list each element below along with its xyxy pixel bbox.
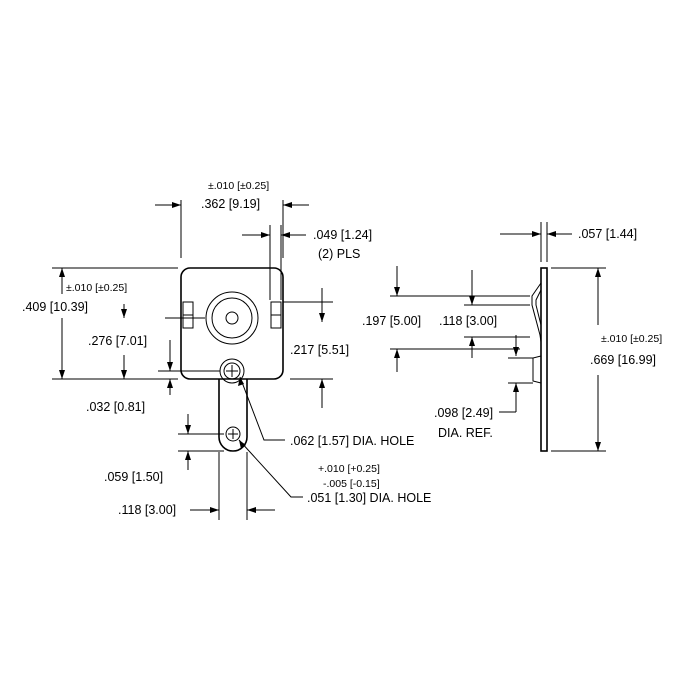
- label-tab-width: .118 [3.00]: [118, 503, 176, 517]
- side-view: .057 [1.44] .197 [5.00] .118 [3.00] ±.01…: [362, 222, 662, 452]
- contact-button-outer: [205, 291, 259, 345]
- label-slot-qty: (2) PLS: [318, 247, 360, 261]
- label-side-118: .118 [3.00]: [439, 314, 497, 328]
- label-width-tol: ±.010 [±0.25]: [208, 180, 269, 192]
- label-tol-minus: -.005 [-0.15]: [323, 478, 380, 490]
- label-slot-width: .049 [1.24]: [313, 228, 372, 242]
- label-tol-plus: +.010 [+0.25]: [318, 463, 380, 475]
- label-small-hole: .051 [1.30] DIA. HOLE: [307, 491, 431, 505]
- label-offset: .032 [0.81]: [86, 400, 145, 414]
- label-center-height: .276 [7.01]: [88, 334, 147, 348]
- tab-outline: [218, 379, 248, 452]
- label-large-hole: .062 [1.57] DIA. HOLE: [290, 434, 414, 448]
- label-height-tol: ±.010 [±0.25]: [66, 282, 127, 294]
- label-side-tol: ±.010 [±0.25]: [601, 333, 662, 345]
- small-hole: [225, 426, 241, 442]
- label-side-197: .197 [5.00]: [362, 314, 421, 328]
- label-slot-height: .217 [5.51]: [290, 343, 349, 357]
- label-height: .409 [10.39]: [22, 300, 88, 314]
- label-tab-length: .059 [1.50]: [104, 470, 163, 484]
- contact-button-middle: [211, 297, 253, 339]
- side-contact-profile: [531, 282, 542, 343]
- front-view: ±.010 [±0.25] .362 [9.19] .049 [1.24] (2…: [22, 180, 431, 520]
- label-side-thickness: .057 [1.44]: [578, 227, 637, 241]
- contact-button-inner: [225, 311, 239, 325]
- label-width: .362 [9.19]: [201, 197, 260, 211]
- side-plate: [540, 267, 548, 452]
- label-side-ref-value: .098 [2.49]: [434, 406, 493, 420]
- label-side-height: .669 [16.99]: [590, 353, 656, 367]
- label-side-ref: DIA. REF.: [438, 426, 493, 440]
